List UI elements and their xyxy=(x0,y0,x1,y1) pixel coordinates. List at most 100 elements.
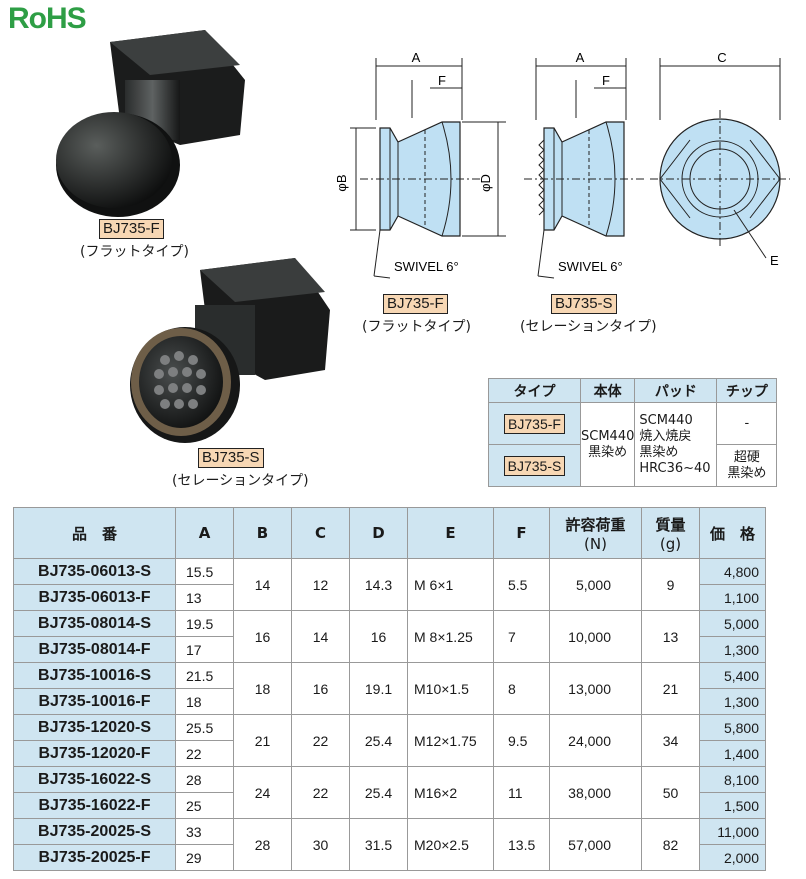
material-row-s: BJ735-S 超硬 黒染め xyxy=(488,444,778,487)
dim-a-cell: 33 xyxy=(175,818,234,845)
dim-a-cell: 13 xyxy=(175,584,234,611)
dim-b: φB xyxy=(334,174,349,191)
dim-c-cell: 16 xyxy=(291,662,350,715)
dim-d: φD xyxy=(478,174,493,192)
photo-flat-type xyxy=(40,20,250,224)
spec-header-f: F xyxy=(493,507,550,559)
drawing-serration-desc: (セレーションタイプ) xyxy=(520,319,657,335)
part-number-cell: BJ735-16022-F xyxy=(13,792,176,819)
price-cell: 1,500 xyxy=(699,792,766,819)
spec-header-price: 価 格 xyxy=(699,507,766,559)
price-cell: 1,300 xyxy=(699,688,766,715)
part-number-cell: BJ735-08014-F xyxy=(13,636,176,663)
mass-cell: 13 xyxy=(641,610,700,663)
price-cell: 4,800 xyxy=(699,558,766,585)
price-cell: 1,100 xyxy=(699,584,766,611)
part-number-cell: BJ735-10016-F xyxy=(13,688,176,715)
dim-e-cell: M20×2.5 xyxy=(407,818,494,871)
dim-c-cell: 12 xyxy=(291,558,350,611)
dim-f-cell: 9.5 xyxy=(493,714,550,767)
dim-c-cell: 22 xyxy=(291,714,350,767)
dimension-drawing: A F φB φD SWIVEL 6° A F SWIVEL 6° C E xyxy=(334,50,790,279)
dim-f-left: F xyxy=(438,73,446,88)
dim-a-cell: 29 xyxy=(175,844,234,871)
photo-serration-type xyxy=(125,250,335,454)
dim-c-cell: 30 xyxy=(291,818,350,871)
part-number-cell: BJ735-10016-S xyxy=(13,662,176,689)
load-cell: 13,000 xyxy=(549,662,642,715)
photo-serration-desc: (セレーションタイプ) xyxy=(172,473,309,489)
swivel-right: SWIVEL 6° xyxy=(558,259,623,274)
price-cell: 5,800 xyxy=(699,714,766,741)
mat-type-s: BJ735-S xyxy=(503,455,566,476)
dim-e-cell: M 8×1.25 xyxy=(407,610,494,663)
dim-a-cell: 28 xyxy=(175,766,234,793)
spec-header-row: 品 番 A B C D E F 許容荷重 (N) 質量 (g) 価 格 xyxy=(13,507,766,559)
dim-d-cell: 25.4 xyxy=(349,766,408,819)
dim-c-cell: 22 xyxy=(291,766,350,819)
dim-e-cell: M16×2 xyxy=(407,766,494,819)
dim-f-cell: 8 xyxy=(493,662,550,715)
mat-body: SCM440 黒染め xyxy=(579,402,636,487)
rohs-logo-text: RoHS xyxy=(8,2,87,35)
swivel-left: SWIVEL 6° xyxy=(394,259,459,274)
dim-f-right: F xyxy=(602,73,610,88)
dim-f-cell: 13.5 xyxy=(493,818,550,871)
drawing-flat-side-view xyxy=(350,58,506,279)
drawing-front-view xyxy=(650,58,790,259)
spec-header-a: A xyxy=(175,507,234,559)
material-row-f: BJ735-F SCM440 黒染め SCM440 焼入焼戻 黒染め HRC36… xyxy=(488,402,778,487)
dim-a-cell: 25 xyxy=(175,792,234,819)
spec-header-mass: 質量 (g) xyxy=(641,507,700,559)
dim-e: E xyxy=(770,253,779,268)
mass-cell: 21 xyxy=(641,662,700,715)
rohs-logo: RoHS xyxy=(8,2,108,42)
dim-e-cell: M10×1.5 xyxy=(407,662,494,715)
dim-a-cell: 15.5 xyxy=(175,558,234,585)
part-number-cell: BJ735-20025-S xyxy=(13,818,176,845)
photo-flat-desc: (フラットタイプ) xyxy=(80,244,189,260)
part-number-cell: BJ735-20025-F xyxy=(13,844,176,871)
dim-a-right: A xyxy=(576,50,585,65)
load-cell: 38,000 xyxy=(549,766,642,819)
dim-e-cell: M 6×1 xyxy=(407,558,494,611)
price-cell: 11,000 xyxy=(699,818,766,845)
spec-header-c: C xyxy=(291,507,350,559)
drawing-serration-side-view xyxy=(524,58,644,279)
load-cell: 5,000 xyxy=(549,558,642,611)
dim-b-cell: 18 xyxy=(233,662,292,715)
spec-header-e: E xyxy=(407,507,494,559)
part-number-cell: BJ735-16022-S xyxy=(13,766,176,793)
dim-b-cell: 14 xyxy=(233,558,292,611)
mass-cell: 9 xyxy=(641,558,700,611)
drawing-flat-desc: (フラットタイプ) xyxy=(362,319,471,335)
photo-serration-code: BJ735-S xyxy=(198,448,264,468)
spec-header-b: B xyxy=(233,507,292,559)
dim-f-cell: 5.5 xyxy=(493,558,550,611)
spec-header-part: 品 番 xyxy=(13,507,176,559)
dim-a-cell: 25.5 xyxy=(175,714,234,741)
mat-header-pad: パッド xyxy=(634,378,718,403)
mat-type-f: BJ735-F xyxy=(504,413,565,434)
mat-tip-f: - xyxy=(716,402,778,445)
price-cell: 1,400 xyxy=(699,740,766,767)
dim-c-cell: 14 xyxy=(291,610,350,663)
mass-cell: 34 xyxy=(641,714,700,767)
dim-e-cell: M12×1.75 xyxy=(407,714,494,767)
dim-c: C xyxy=(717,50,726,65)
dim-f-cell: 7 xyxy=(493,610,550,663)
mat-header-type: タイプ xyxy=(488,378,581,403)
price-cell: 1,300 xyxy=(699,636,766,663)
mat-header-tip: チップ xyxy=(716,378,778,403)
price-cell: 2,000 xyxy=(699,844,766,871)
material-header-row: タイプ 本体 パッド チップ xyxy=(488,378,778,403)
dim-a-cell: 18 xyxy=(175,688,234,715)
price-cell: 8,100 xyxy=(699,766,766,793)
